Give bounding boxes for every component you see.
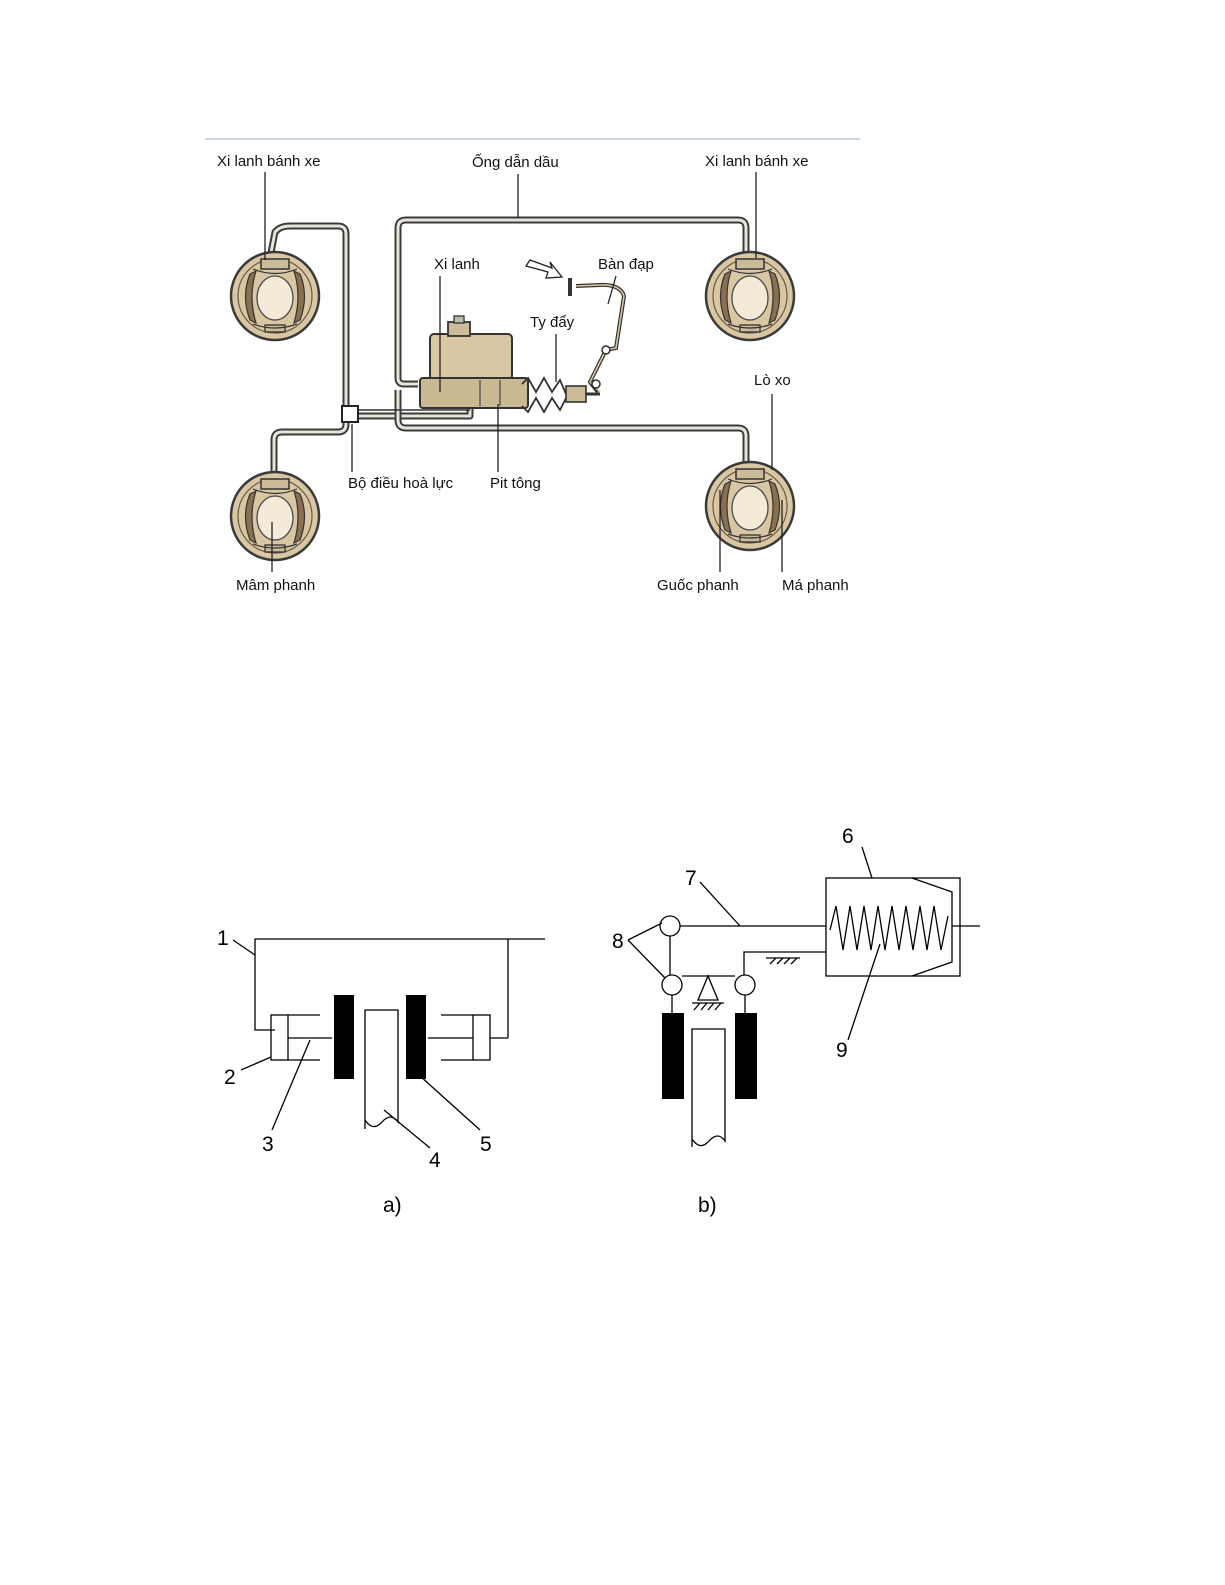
- brake-disc-b: [692, 1029, 725, 1147]
- brake-pad-right-b: [735, 1013, 757, 1099]
- rear-right-drum: [706, 462, 794, 550]
- number-1: 1: [217, 927, 229, 950]
- label-pressure-regulator: Bộ điều hoà lực: [348, 475, 454, 492]
- number-5: 5: [480, 1133, 492, 1156]
- label-push-rod: Ty đẩy: [530, 314, 575, 331]
- label-backing-plate: Mâm phanh: [236, 577, 315, 594]
- brake-pad-left-a: [334, 995, 354, 1079]
- pressure-regulator: [342, 406, 358, 422]
- number-3: 3: [262, 1133, 274, 1156]
- number-6: 6: [842, 825, 854, 848]
- pedal-force-arrow: [526, 260, 562, 278]
- label-master-cylinder: Xi lanh: [434, 256, 480, 273]
- label-wheel-cylinder-left: Xi lanh bánh xe: [217, 153, 320, 170]
- rear-left-drum: [231, 472, 319, 560]
- brake-pad-right-a: [406, 995, 426, 1079]
- label-brake-lining: Má phanh: [782, 577, 849, 594]
- label-fluid-line: Ống dẫn dầu: [472, 153, 559, 171]
- number-7: 7: [685, 867, 697, 890]
- number-2: 2: [224, 1066, 236, 1089]
- front-left-drum: [231, 252, 319, 340]
- label-spring: Lò xo: [754, 372, 791, 389]
- brake-pad-left-b: [662, 1013, 684, 1099]
- joint-right: [735, 975, 755, 995]
- number-8: 8: [612, 930, 624, 953]
- front-right-drum: [706, 252, 794, 340]
- disc-brake-schematic-a: 1 2 3 4 5 a): [217, 927, 545, 1217]
- mechanical-brake-schematic-b: 6 7 8 9 b): [612, 825, 980, 1217]
- brake-disc-a: [365, 1010, 398, 1129]
- hydraulic-brake-system-figure: Xi lanh bánh xe Ống dẫn dầu Xi lanh bánh…: [205, 139, 860, 594]
- label-piston: Pit tông: [490, 475, 541, 492]
- caption-b: b): [698, 1194, 717, 1217]
- joint-top: [660, 916, 680, 936]
- caption-a: a): [383, 1194, 402, 1217]
- number-9: 9: [836, 1039, 848, 1062]
- label-pedal: Bàn đạp: [598, 256, 654, 273]
- brake-pedal: [570, 278, 624, 392]
- label-wheel-cylinder-right: Xi lanh bánh xe: [705, 153, 808, 170]
- number-4: 4: [429, 1149, 441, 1172]
- spring-9: [830, 906, 948, 950]
- label-brake-shoe: Guốc phanh: [657, 577, 739, 594]
